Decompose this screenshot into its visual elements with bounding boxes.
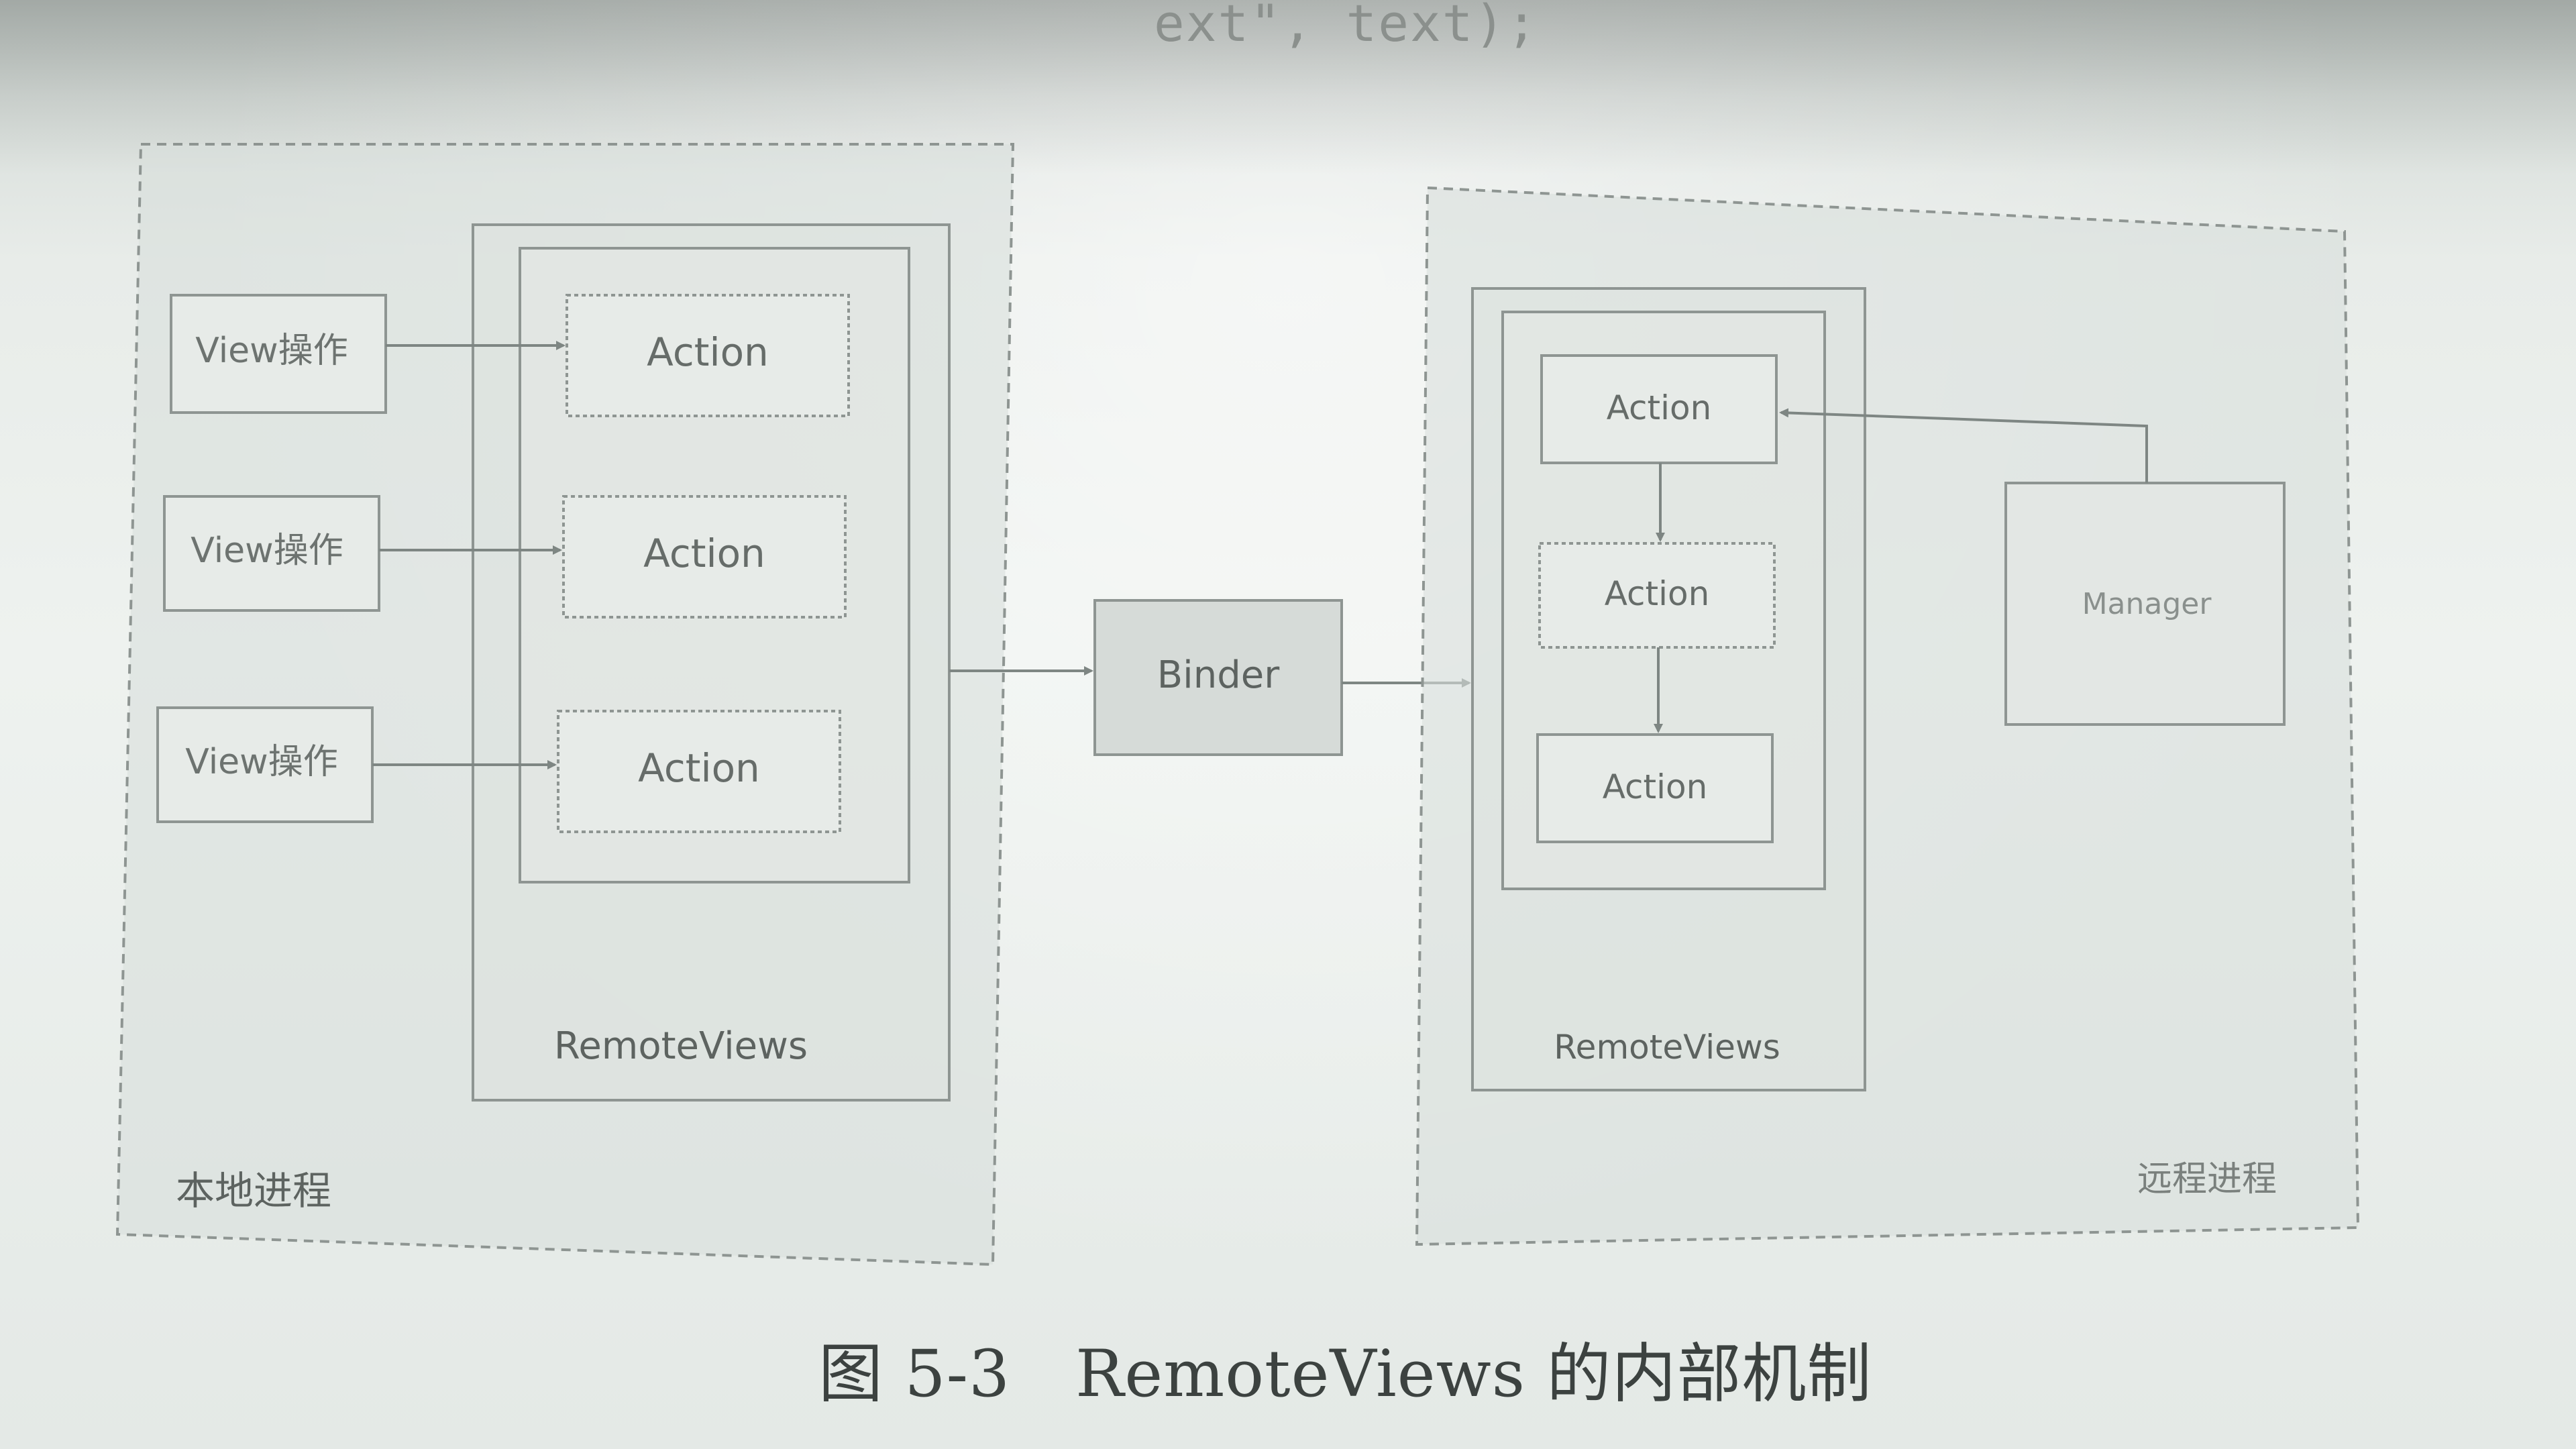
remote-action-box-2: [1538, 542, 1776, 649]
view-op-box-1: [170, 294, 387, 414]
figure-caption: 图 5-3 RemoteViews 的内部机制: [818, 1336, 1872, 1411]
view-op-label-1: View操作: [195, 331, 347, 371]
local-action-box-3: [557, 710, 841, 833]
view-op-box-3: [156, 706, 374, 823]
remote-process-label: 远程进程: [2137, 1159, 2277, 1199]
local-action-box-1: [566, 294, 850, 417]
remote-action-label-1: Action: [1607, 388, 1712, 427]
local-remoteviews-label: RemoteViews: [554, 1024, 808, 1068]
remote-action-box-3: [1536, 733, 1774, 843]
binder-label: Binder: [1157, 653, 1280, 697]
view-op-box-2: [163, 495, 380, 612]
local-process-label: 本地进程: [176, 1168, 331, 1214]
manager-label: Manager: [2082, 587, 2212, 621]
remote-remoteviews-label: RemoteViews: [1554, 1028, 1780, 1067]
local-action-label-1: Action: [647, 329, 769, 375]
view-op-label-2: View操作: [191, 531, 343, 571]
local-action-box-2: [562, 495, 847, 619]
view-op-label-3: View操作: [185, 742, 337, 782]
binder-box: [1093, 599, 1343, 756]
remote-action-label-2: Action: [1605, 574, 1710, 613]
local-action-label-3: Action: [638, 745, 760, 791]
local-action-label-2: Action: [643, 531, 765, 576]
code-snippet: ext", text);: [1154, 0, 1539, 53]
manager-box: [2004, 482, 2286, 726]
arrow-manager-to-remote-action: [1779, 408, 2148, 483]
remote-action-label-3: Action: [1603, 767, 1708, 806]
